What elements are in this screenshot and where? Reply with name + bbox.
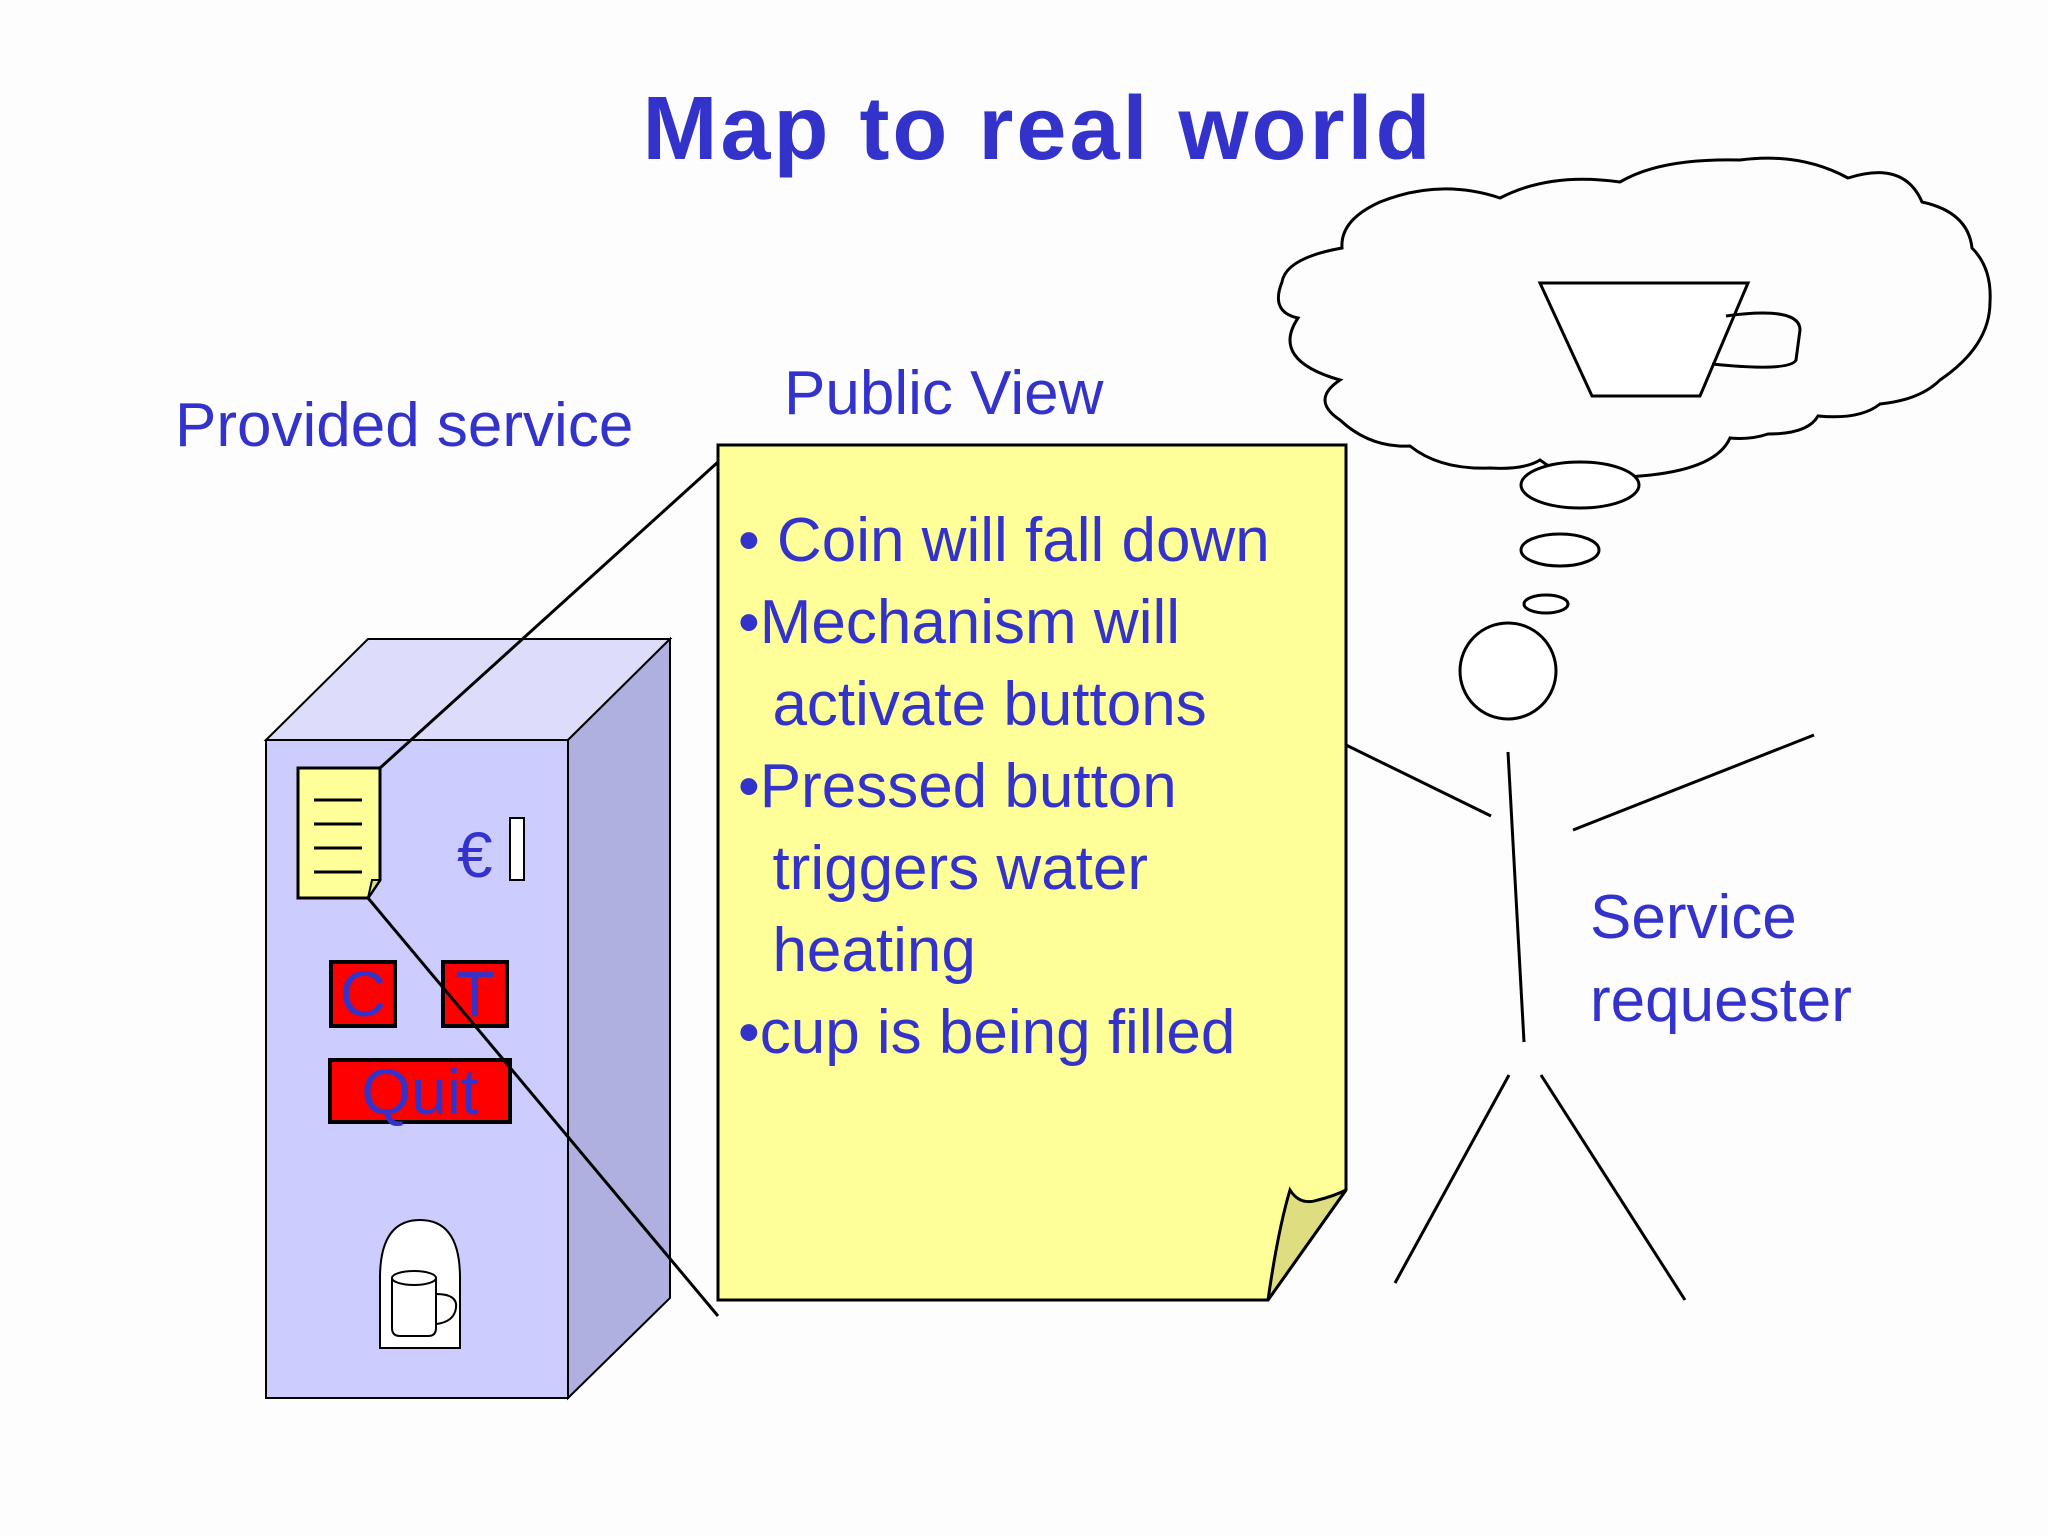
button-quit[interactable] [328,1058,512,1124]
public-view-note [716,443,1348,1302]
figure-body [1506,751,1526,1043]
note-fold [1266,1186,1348,1301]
button-quit-label: Quit [361,1056,479,1128]
button-c-label: C [339,958,387,1030]
bullet-item: • Coin will fall down [738,506,1270,575]
public-view-bullet-list: • Coin will fall down •Mechanism will ac… [738,500,1358,1074]
coffee-cup-thought-icon [1537,281,1802,398]
cloud-outline [1277,156,1992,480]
machine-side [567,636,671,1401]
figure-right-leg [1539,1074,1687,1301]
public-view-label: Public View [784,359,1104,428]
thought-cloud [1277,156,1992,480]
button-c[interactable] [329,960,397,1028]
bullet-item: activate buttons [738,670,1207,739]
euro-symbol: € [457,819,493,891]
coin-slot [509,817,525,881]
slide-title: Map to real world [642,79,1434,179]
figure-head [1458,621,1558,721]
service-requester-label: Service requester [1590,883,1852,1035]
figure-left-leg [1393,1074,1511,1284]
figure-right-arm [1572,733,1815,832]
zoom-line-top [378,460,720,770]
zoom-line-bottom [366,897,720,1317]
bullet-item: •Pressed button [738,752,1177,821]
cup-icon [391,1270,458,1337]
bullet-item: •Mechanism will [738,588,1181,657]
stick-figure [1345,621,1815,1301]
bullet-item: triggers water [738,834,1149,903]
figure-left-arm [1345,743,1492,818]
bullet-item: heating [738,916,976,985]
button-t-label: T [455,958,495,1030]
vending-machine [263,636,673,1401]
provided-service-label: Provided service [175,391,634,460]
document-icon [296,766,382,900]
thought-bubbles [1519,460,1641,615]
bullet-item: •cup is being filled [738,998,1236,1067]
